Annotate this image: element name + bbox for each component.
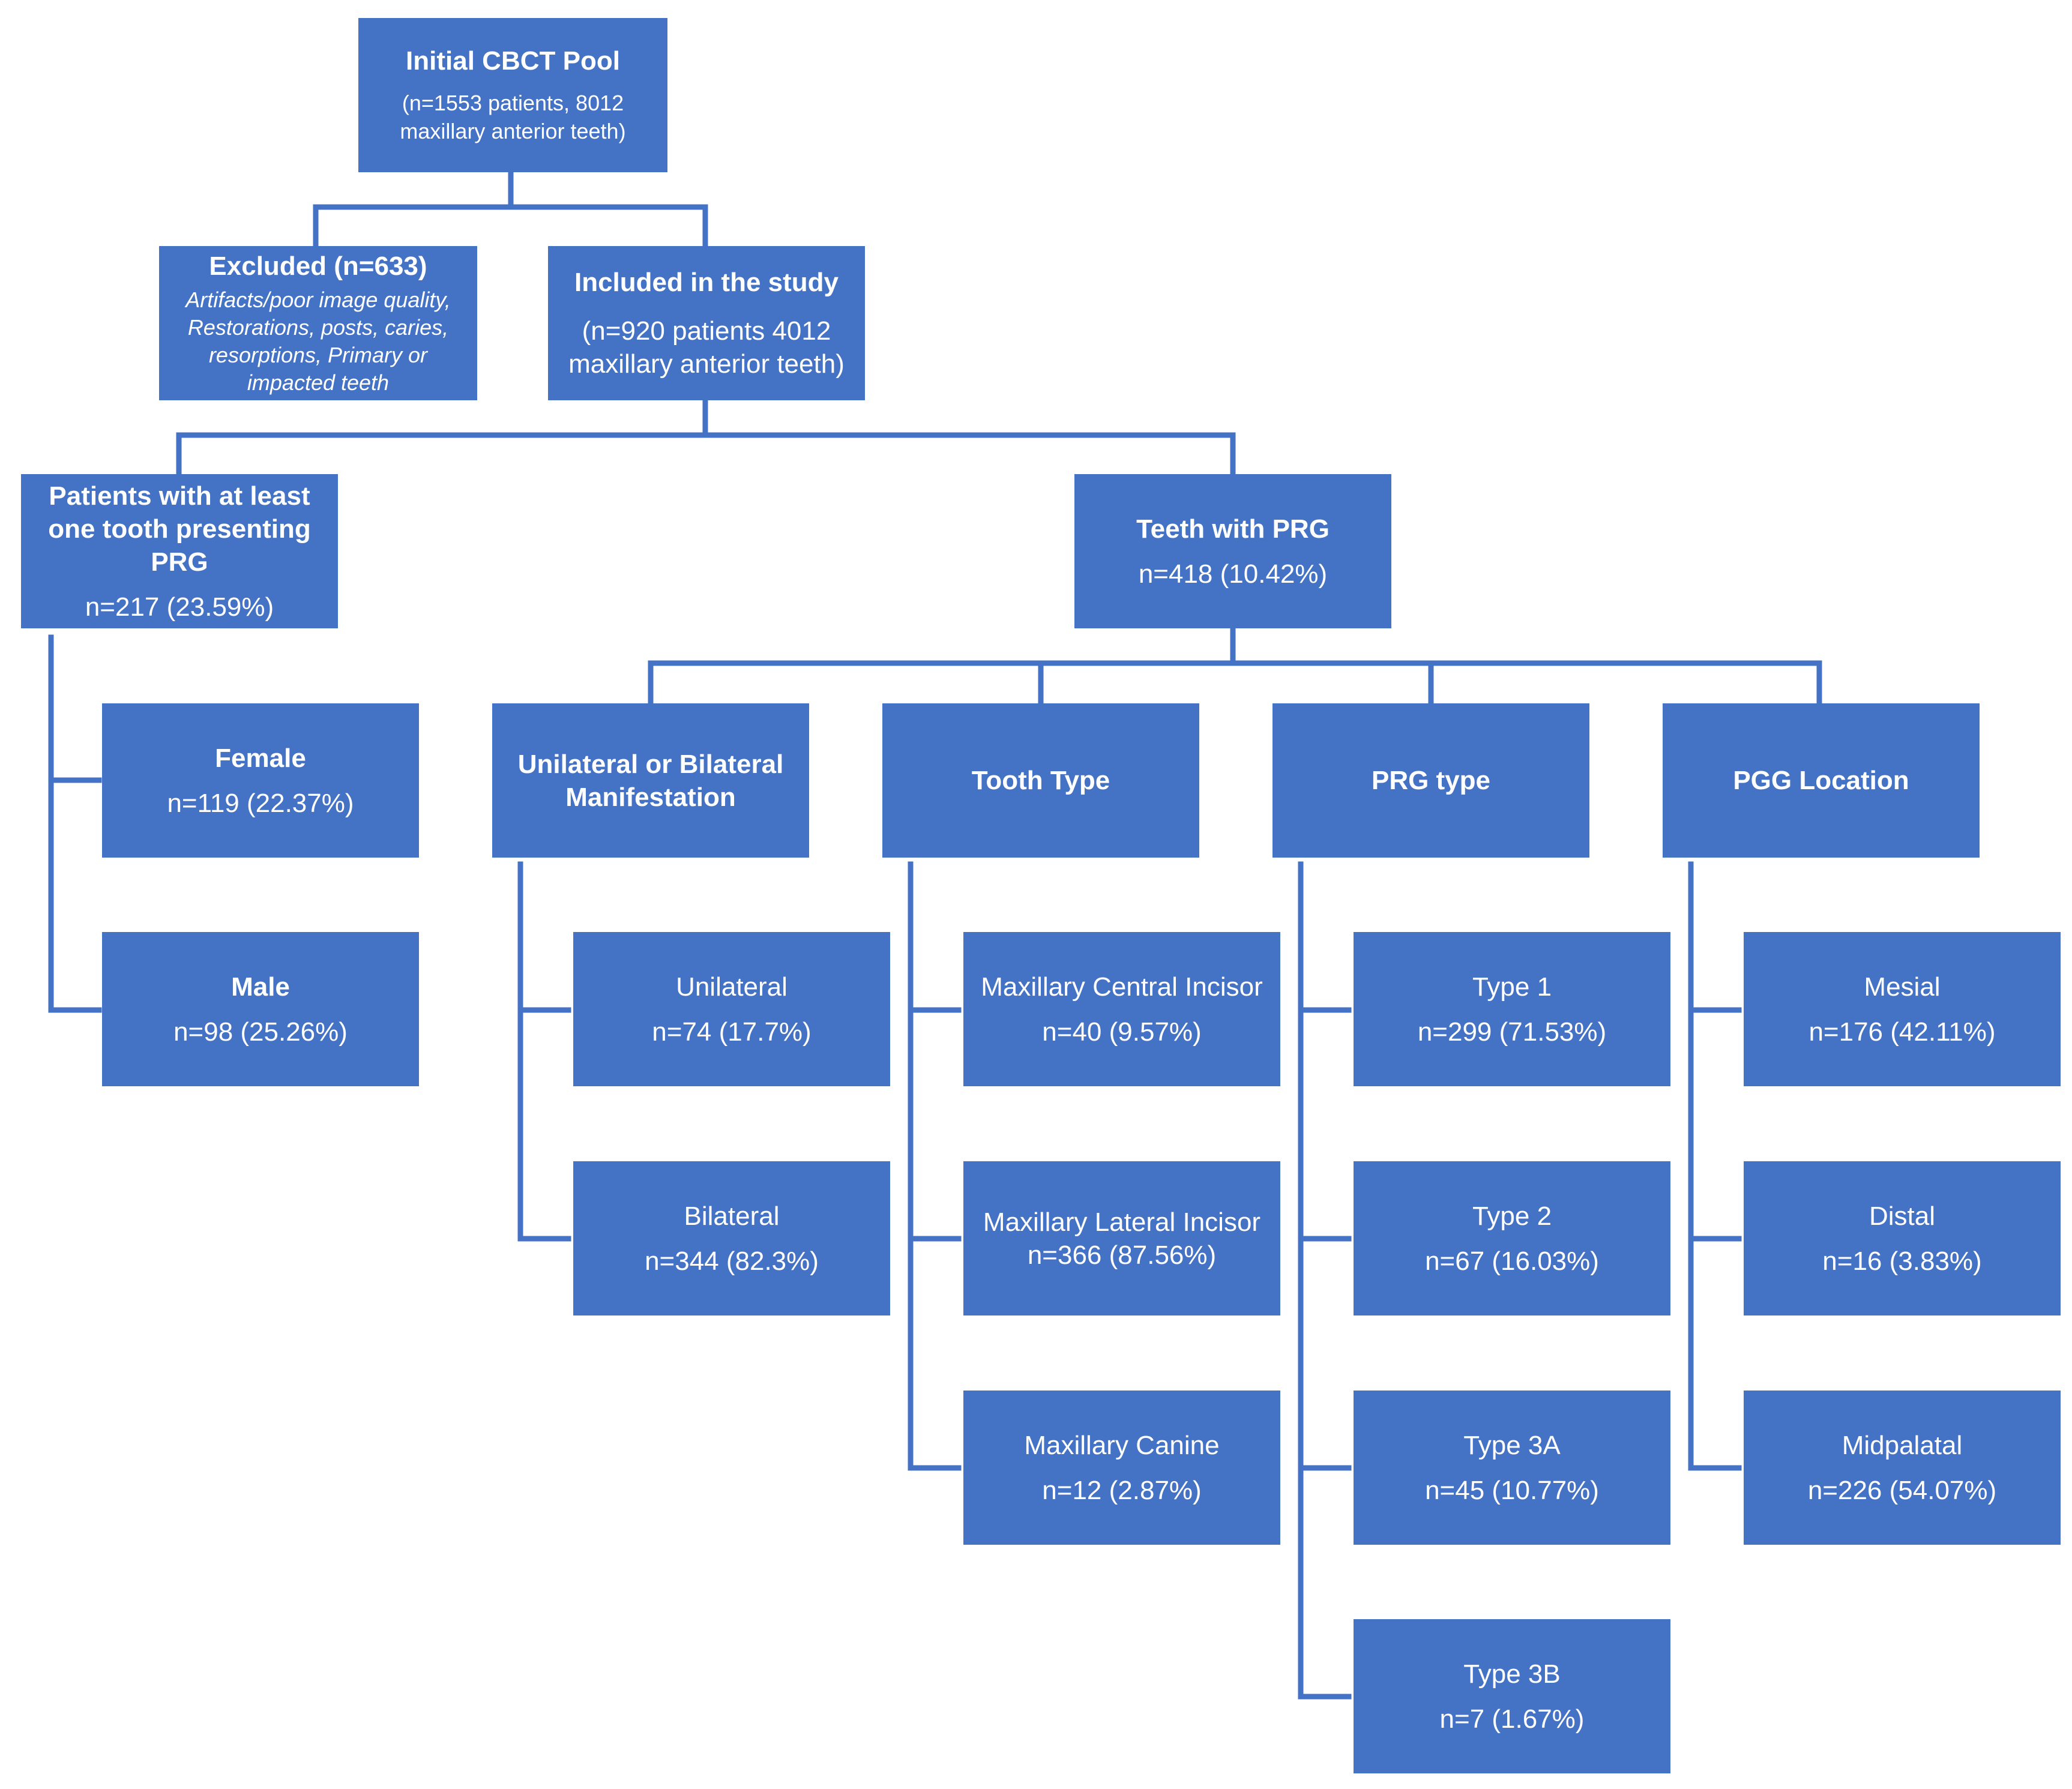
connector-tooth-type (908, 861, 962, 1471)
mesial-box: Mesial n=176 (42.11%) (1744, 932, 2061, 1086)
type-1-label: Type 1 (1472, 972, 1552, 1002)
female-count: n=119 (22.37%) (167, 788, 354, 818)
mesial-count: n=176 (42.11%) (1808, 1017, 1996, 1047)
excluded-title: Excluded (n=633) (209, 251, 427, 281)
teeth-prg-count: n=418 (10.42%) (1138, 559, 1328, 589)
type-3b-label: Type 3B (1463, 1659, 1561, 1689)
type-1-count: n=299 (71.53%) (1417, 1017, 1607, 1047)
unilateral-label: Unilateral (676, 972, 788, 1002)
female-box: Female n=119 (22.37%) (102, 703, 419, 858)
connector-root (313, 169, 708, 249)
location-category-box: PGG Location (1663, 703, 1980, 858)
midpalatal-label: Midpalatal (1842, 1430, 1963, 1460)
connector-included (176, 396, 1236, 477)
mesial-label: Mesial (1864, 972, 1941, 1002)
distal-box: Distal n=16 (3.83%) (1744, 1161, 2061, 1315)
lateral-incisor-box: Maxillary Lateral Incisor n=366 (87.56%) (963, 1161, 1280, 1315)
bilateral-label: Bilateral (684, 1201, 780, 1231)
prg-type-category-box: PRG type (1272, 703, 1589, 858)
initial-pool-box: Initial CBCT Pool (n=1553 patients, 8012… (358, 18, 667, 172)
type-3a-count: n=45 (10.77%) (1425, 1475, 1599, 1505)
bilateral-count: n=344 (82.3%) (645, 1246, 819, 1276)
connector-prg-type (1298, 861, 1352, 1700)
central-incisor-box: Maxillary Central Incisor n=40 (9.57%) (963, 932, 1280, 1086)
tooth-type-category-title: Tooth Type (971, 766, 1110, 795)
type-1-box: Type 1 n=299 (71.53%) (1354, 932, 1670, 1086)
patients-prg-box: Patients with at least one tooth present… (21, 474, 338, 628)
prg-type-category-title: PRG type (1371, 766, 1491, 795)
initial-pool-detail: (n=1553 patients, 8012 maxillary anterio… (400, 91, 626, 143)
type-2-count: n=67 (16.03%) (1425, 1246, 1599, 1276)
type-3a-box: Type 3A n=45 (10.77%) (1354, 1391, 1670, 1545)
male-box: Male n=98 (25.26%) (102, 932, 419, 1086)
connector-patients (48, 634, 102, 1013)
patients-prg-count: n=217 (23.59%) (85, 592, 274, 622)
type-2-label: Type 2 (1472, 1201, 1552, 1231)
unilateral-count: n=74 (17.7%) (652, 1017, 812, 1047)
initial-pool-title: Initial CBCT Pool (406, 46, 620, 76)
connector-teeth (648, 627, 1822, 705)
type-3b-box: Type 3B n=7 (1.67%) (1354, 1619, 1670, 1773)
distal-count: n=16 (3.83%) (1822, 1246, 1982, 1276)
unilateral-box: Unilateral n=74 (17.7%) (573, 932, 890, 1086)
tooth-type-category-box: Tooth Type (882, 703, 1199, 858)
type-3a-label: Type 3A (1463, 1430, 1561, 1460)
manifestation-category-box: Unilateral or Bilateral Manifestation (492, 703, 809, 858)
included-title: Included in the study (574, 268, 839, 297)
lateral-incisor-count: n=366 (87.56%) (1027, 1240, 1217, 1270)
canine-label: Maxillary Canine (1024, 1430, 1220, 1460)
excluded-reasons: Artifacts/poor image quality, Restoratio… (185, 287, 451, 395)
included-box: Included in the study (n=920 patients 40… (548, 246, 865, 400)
canine-count: n=12 (2.87%) (1042, 1475, 1202, 1505)
female-label: Female (215, 743, 306, 773)
central-incisor-count: n=40 (9.57%) (1042, 1017, 1202, 1047)
manifestation-category-title: Unilateral or Bilateral Manifestation (517, 749, 784, 812)
included-detail: (n=920 patients 4012 maxillary anterior … (568, 316, 845, 379)
male-label: Male (231, 972, 290, 1002)
canine-box: Maxillary Canine n=12 (2.87%) (963, 1391, 1280, 1545)
patients-prg-title: Patients with at least one tooth present… (48, 481, 311, 577)
excluded-box: Excluded (n=633) Artifacts/poor image qu… (159, 246, 477, 400)
type-2-box: Type 2 n=67 (16.03%) (1354, 1161, 1670, 1315)
bilateral-box: Bilateral n=344 (82.3%) (573, 1161, 890, 1315)
midpalatal-box: Midpalatal n=226 (54.07%) (1744, 1391, 2061, 1545)
location-category-title: PGG Location (1733, 766, 1909, 795)
connector-manifestation (517, 861, 571, 1242)
connector-location (1688, 861, 1742, 1471)
distal-label: Distal (1869, 1201, 1936, 1231)
teeth-prg-box: Teeth with PRG n=418 (10.42%) (1074, 474, 1391, 628)
lateral-incisor-label: Maxillary Lateral Incisor (983, 1207, 1261, 1237)
teeth-prg-title: Teeth with PRG (1136, 514, 1330, 544)
male-count: n=98 (25.26%) (173, 1017, 348, 1047)
midpalatal-count: n=226 (54.07%) (1807, 1475, 1997, 1505)
central-incisor-label: Maxillary Central Incisor (981, 972, 1263, 1002)
type-3b-count: n=7 (1.67%) (1439, 1704, 1585, 1734)
